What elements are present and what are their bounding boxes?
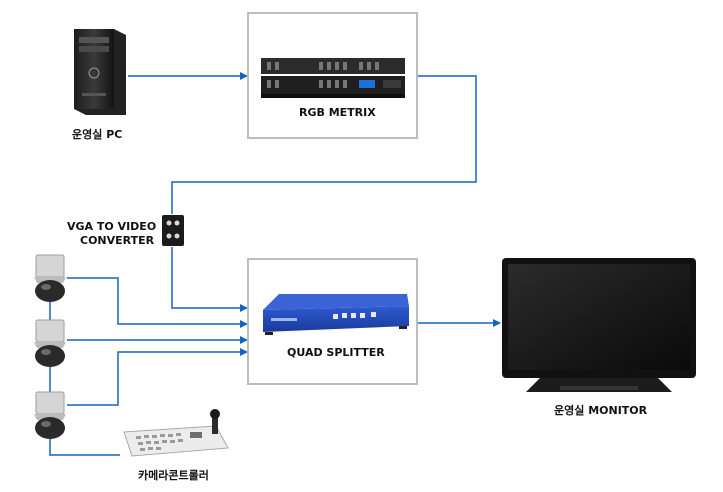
monitor-label: 운영실 MONITOR	[554, 404, 648, 417]
vga-converter-label-line2: CONVERTER	[80, 234, 155, 247]
lcd-monitor-icon	[500, 256, 698, 396]
quad-splitter-icon	[259, 292, 411, 336]
rgb-matrix-box: RGB METRIX	[247, 12, 418, 139]
wire-camera3-to-splitter	[67, 348, 248, 406]
wire-matrix-to-converter	[171, 75, 477, 214]
vga-converter-icon	[161, 214, 185, 247]
camera-controller-icon	[118, 408, 230, 458]
quad-splitter-label: QUAD SPLITTER	[287, 346, 385, 359]
vga-converter-label-line1: VGA TO VIDEO	[67, 220, 157, 233]
rgb-matrix-switcher-icon	[259, 56, 407, 100]
wire-converter-to-splitter	[171, 247, 248, 312]
controller-label: 카메라콘트롤러	[138, 469, 209, 482]
pc-label: 운영실 PC	[72, 128, 123, 141]
wire-camera1-to-splitter	[67, 277, 248, 328]
quad-splitter-box: QUAD SPLITTER	[247, 258, 418, 385]
rgb-matrix-label: RGB METRIX	[299, 106, 376, 119]
dome-camera-icon	[30, 318, 70, 368]
desktop-pc-icon	[70, 27, 128, 117]
dome-camera-icon	[30, 390, 70, 440]
dome-camera-icon	[30, 253, 70, 303]
